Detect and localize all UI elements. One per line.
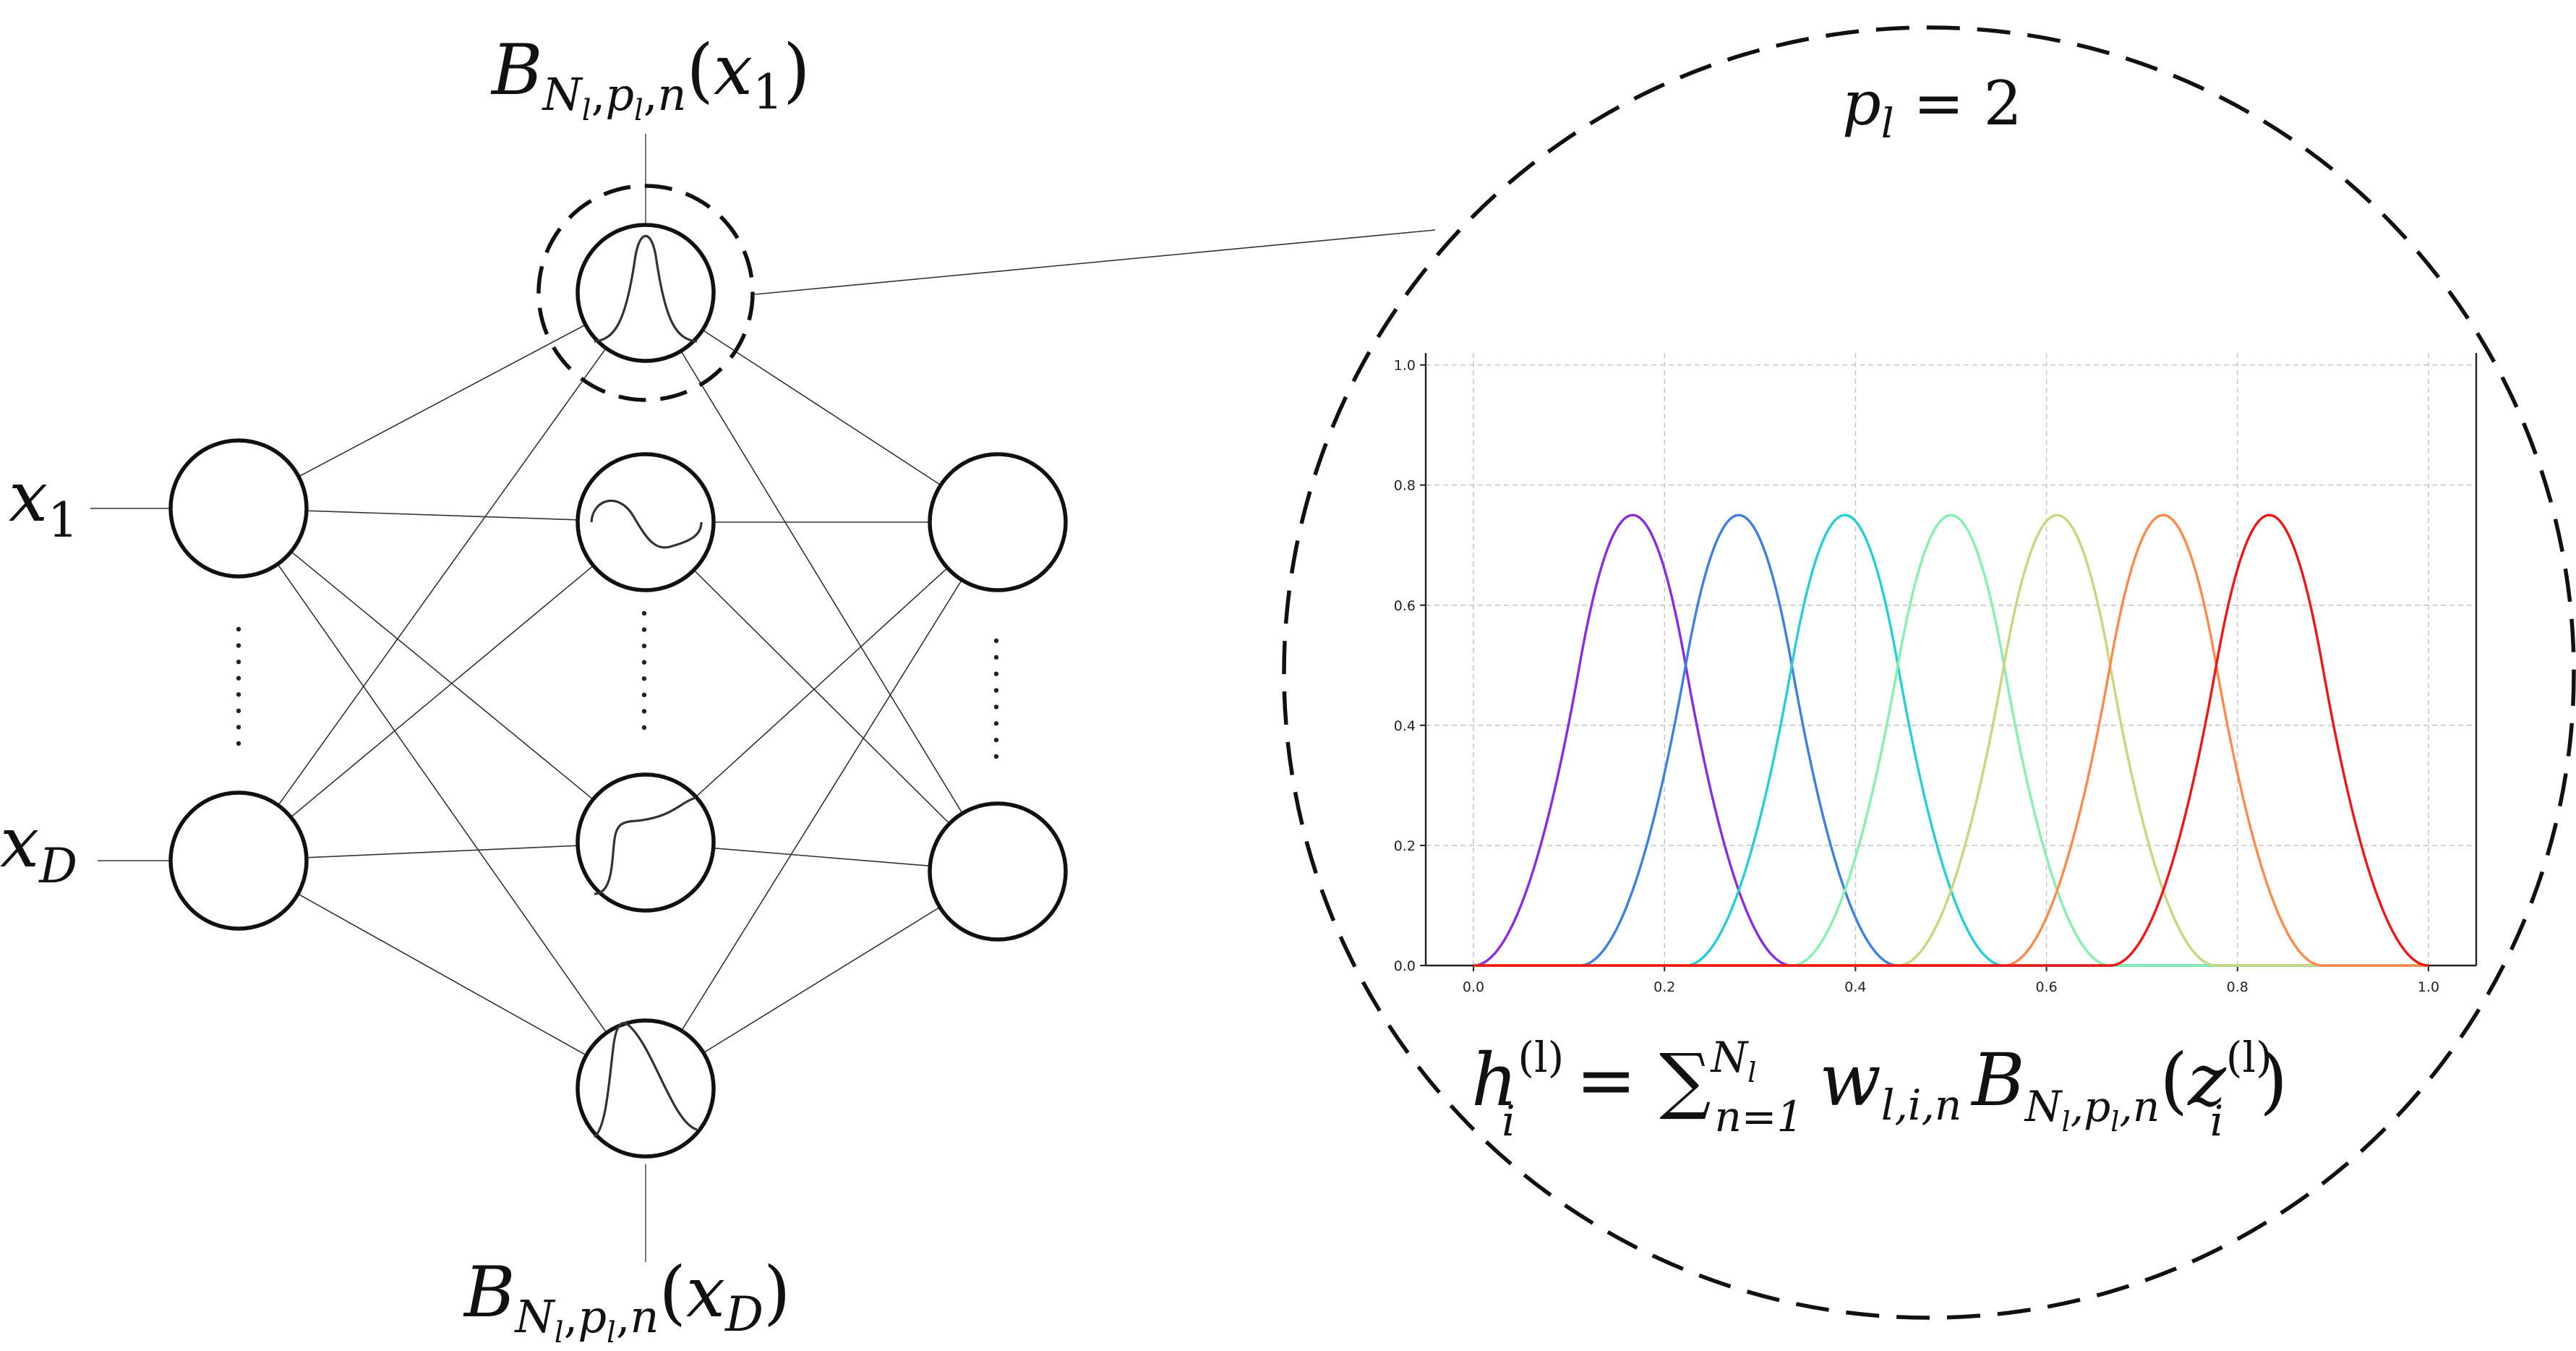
basis-curve-4 <box>1473 513 2429 967</box>
x-tick-label: 0.0 <box>1463 979 1484 995</box>
y-tick-label: 0.2 <box>1394 838 1416 854</box>
ellipsis-dot <box>641 627 647 632</box>
output-node-2 <box>928 801 1068 942</box>
chart-grid <box>1426 353 2476 966</box>
ellipsis-dot <box>236 643 241 648</box>
basis-curve-2 <box>1473 513 2429 967</box>
hidden-ellipsis <box>641 610 647 730</box>
ellipsis-dot <box>993 721 999 726</box>
bottom-node-label: BNl,pl,n(xD) <box>463 1252 790 1350</box>
output-node-1 <box>928 452 1068 592</box>
ellipsis-dot <box>641 692 647 698</box>
x-tick-label: 1.0 <box>2418 979 2439 995</box>
ellipsis-dot <box>641 660 647 665</box>
ellipsis-dot <box>236 676 241 681</box>
edge-3 <box>238 508 646 1089</box>
input-node-D <box>168 790 309 931</box>
hidden-node-2 <box>575 452 716 592</box>
hidden-node-4 <box>575 1018 716 1159</box>
ellipsis-dot <box>641 709 647 714</box>
x-tick-label: 0.6 <box>2035 979 2057 995</box>
ellipsis-dot <box>993 671 999 676</box>
zoom-connector <box>754 229 1436 295</box>
basis-curve-7 <box>1473 513 2429 967</box>
edge-4 <box>238 292 646 861</box>
sigmoid-step-icon <box>594 796 696 895</box>
output-ellipsis <box>993 638 999 759</box>
edge-14 <box>645 521 998 1089</box>
ellipsis-dot <box>236 708 241 714</box>
edge-2 <box>238 508 646 843</box>
edge-7 <box>238 860 646 1089</box>
y-tick-label: 1.0 <box>1394 358 1416 374</box>
basis-curve-1 <box>1473 513 2429 967</box>
ellipsis-dot <box>993 688 999 693</box>
ellipsis-dot <box>641 610 647 616</box>
ellipsis-dot <box>993 754 999 759</box>
basis-curve-5 <box>1473 513 2429 967</box>
input-ellipsis <box>236 626 241 746</box>
zoom-circle <box>1282 25 2576 1320</box>
bspline-bump-icon <box>594 234 698 343</box>
ellipsis-dot <box>993 704 999 709</box>
ellipsis-dot <box>993 737 999 743</box>
y-tick-label: 0.4 <box>1394 718 1416 734</box>
ellipsis-dot <box>236 692 241 697</box>
input-node-1 <box>168 438 309 579</box>
edge-5 <box>238 521 646 861</box>
network-edges <box>238 292 998 1089</box>
edge-12 <box>645 521 998 843</box>
edge-8 <box>645 292 998 523</box>
basis-curve-3 <box>1473 513 2429 967</box>
ellipsis-dot <box>236 725 241 730</box>
chart-series <box>1473 513 2429 967</box>
skewed-bump-icon <box>593 1022 698 1138</box>
ellipsis-dot <box>993 638 999 644</box>
edge-9 <box>645 292 998 872</box>
input-label-x1: x1 <box>9 456 78 548</box>
edge-11 <box>645 521 998 872</box>
y-tick-label: 0.0 <box>1394 958 1416 974</box>
hidden-node-3 <box>575 772 716 913</box>
top-node-label: BNl,pl,n(x1) <box>490 30 810 127</box>
x-tick-label: 0.8 <box>2227 979 2248 995</box>
chart-tick-labels: 0.0 0.2 0.4 0.6 0.8 1.0 0.0 0.2 0.4 0.6 0.8 1.0 <box>1394 358 2439 995</box>
ellipsis-dot <box>641 643 647 649</box>
x-tick-label: 0.4 <box>1844 979 1866 995</box>
basis-curve-6 <box>1473 513 2429 967</box>
y-tick-label: 0.6 <box>1394 598 1416 614</box>
y-tick-label: 0.8 <box>1394 478 1416 494</box>
ellipsis-dot <box>236 741 241 746</box>
edge-0 <box>238 292 646 509</box>
ellipsis-dot <box>236 659 241 665</box>
sine-wave-icon <box>590 499 703 549</box>
ellipsis-dot <box>641 676 647 681</box>
highlight-ring <box>536 184 755 402</box>
hidden-node-1 <box>575 223 716 363</box>
ellipsis-dot <box>641 725 647 730</box>
input-label-xD: xD <box>0 802 77 894</box>
ellipsis-dot <box>993 655 999 660</box>
x-tick-label: 0.2 <box>1653 979 1675 995</box>
bspline-basis-chart: 0.0 0.2 0.4 0.6 0.8 1.0 0.0 0.2 0.4 0.6 0.8 1.0 <box>1394 353 2478 995</box>
ellipsis-dot <box>236 626 241 632</box>
order-label: pl = 2 <box>1842 68 2022 148</box>
